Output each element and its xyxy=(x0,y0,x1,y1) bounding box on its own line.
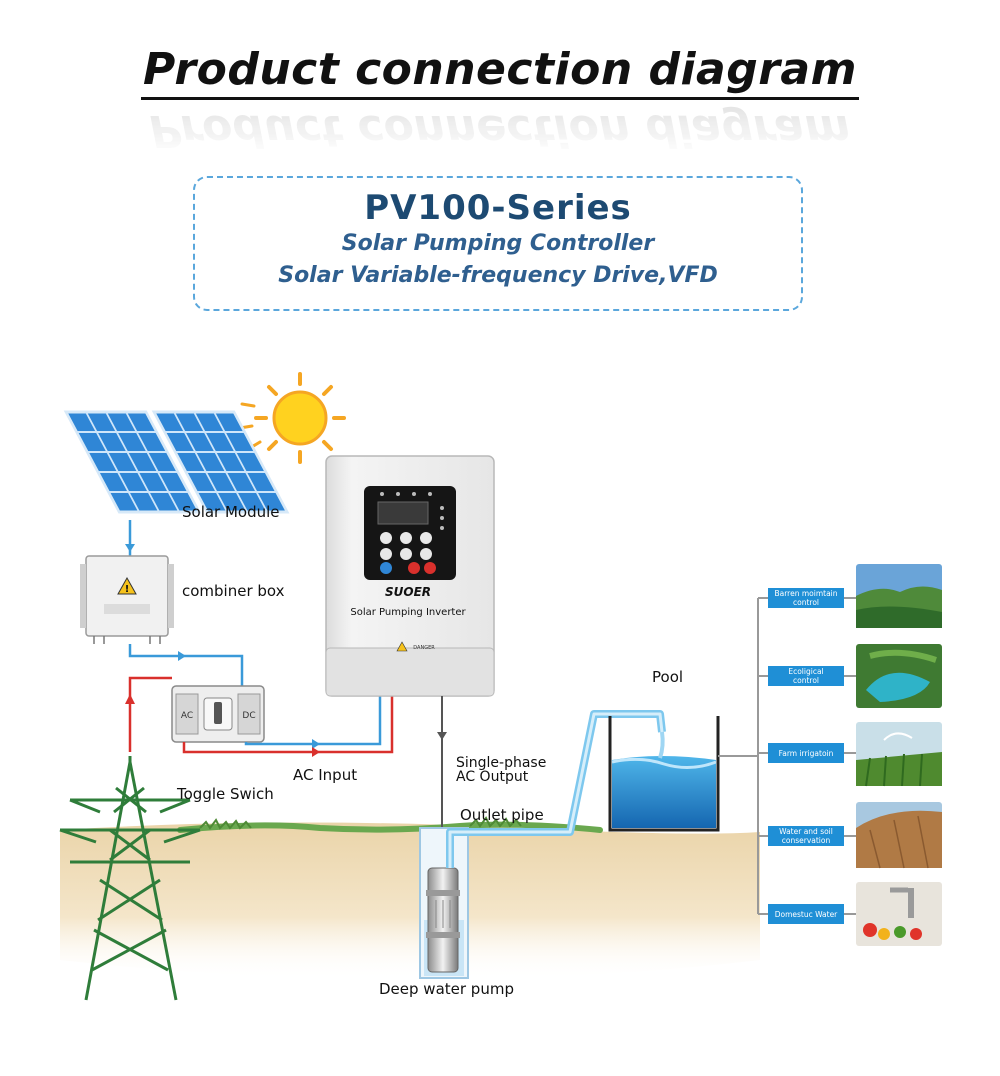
ecological-photo xyxy=(856,644,942,708)
ground xyxy=(60,816,760,980)
connection-diagram: Solar Module ! combiner box AC DC AC Inp… xyxy=(59,372,942,1001)
combiner-box-label: combiner box xyxy=(182,582,285,600)
title-reflection: Product connection diagram xyxy=(149,105,851,156)
deep-water-pump xyxy=(426,867,460,973)
inverter-brand: SUOER xyxy=(385,585,431,599)
app-box-water-soil xyxy=(768,826,844,846)
app-label-ecological-line2: control xyxy=(793,676,819,685)
app-label-water-soil-line2: conservation xyxy=(782,836,831,845)
ac-wire-grid xyxy=(128,676,172,752)
dc-wire-combiner xyxy=(128,644,244,686)
app-box-barren-mountain xyxy=(768,588,844,608)
single-phase-label-line2: AC Output xyxy=(456,769,529,785)
app-box-domestic-water xyxy=(768,904,844,924)
toggle-switch-label: Toggle Swich xyxy=(176,785,274,803)
toggle-switch: AC DC xyxy=(171,685,265,743)
series-title: PV100-Series xyxy=(364,188,632,228)
pool-label: Pool xyxy=(652,668,683,686)
app-box-farm-irrigation xyxy=(768,743,844,763)
inverter-model-label: Solar Pumping Inverter xyxy=(350,607,466,618)
app-label-barren-line1: Barren moimtain xyxy=(774,589,837,598)
sun-icon xyxy=(238,372,346,464)
combiner-box: ! xyxy=(80,555,174,644)
page-title: Product connection diagram xyxy=(141,44,859,100)
app-label-domestic-water: Domestuc Water xyxy=(775,910,838,919)
dc-wire-inverter xyxy=(244,696,382,746)
series-info-box: PV100-Series Solar Pumping Controller So… xyxy=(193,176,803,311)
switch-dc-label: DC xyxy=(242,711,255,721)
water-soil-photo xyxy=(856,802,942,869)
svg-text:!: ! xyxy=(125,584,130,595)
app-label-ecological-line1: Ecoligical xyxy=(788,667,823,676)
ac-input-label: AC Input xyxy=(293,766,357,784)
application-list: Barren moimtain control Ecoligical contr… xyxy=(758,564,942,946)
inverter-warning: DANGER xyxy=(413,645,435,651)
power-tower xyxy=(59,756,201,1001)
deep-water-pump-label: Deep water pump xyxy=(379,980,514,998)
app-box-ecological xyxy=(768,666,844,686)
series-subtitle-vfd: Solar Variable-frequency Drive,VFD xyxy=(278,263,718,288)
pool xyxy=(608,716,720,832)
app-label-barren-line2: control xyxy=(793,598,819,607)
farm-irrigation-photo xyxy=(856,722,942,787)
domestic-water-photo xyxy=(856,882,942,946)
ac-wire-inverter xyxy=(182,696,394,754)
solar-module-label: Solar Module xyxy=(182,503,280,521)
app-label-water-soil-line1: Water and soil xyxy=(779,827,833,836)
outlet-pipe-label: Outlet pipe xyxy=(460,806,544,824)
switch-ac-label: AC xyxy=(181,711,193,721)
solar-pumping-inverter: SUOER Solar Pumping Inverter DANGER xyxy=(325,455,495,697)
series-subtitle-controller: Solar Pumping Controller xyxy=(341,231,655,256)
single-phase-label-line1: Single-phase xyxy=(456,755,546,771)
barren-mountain-photo xyxy=(856,564,942,628)
app-label-farm-irrigation: Farm irrigatoin xyxy=(779,749,834,758)
solar-module xyxy=(63,410,290,514)
